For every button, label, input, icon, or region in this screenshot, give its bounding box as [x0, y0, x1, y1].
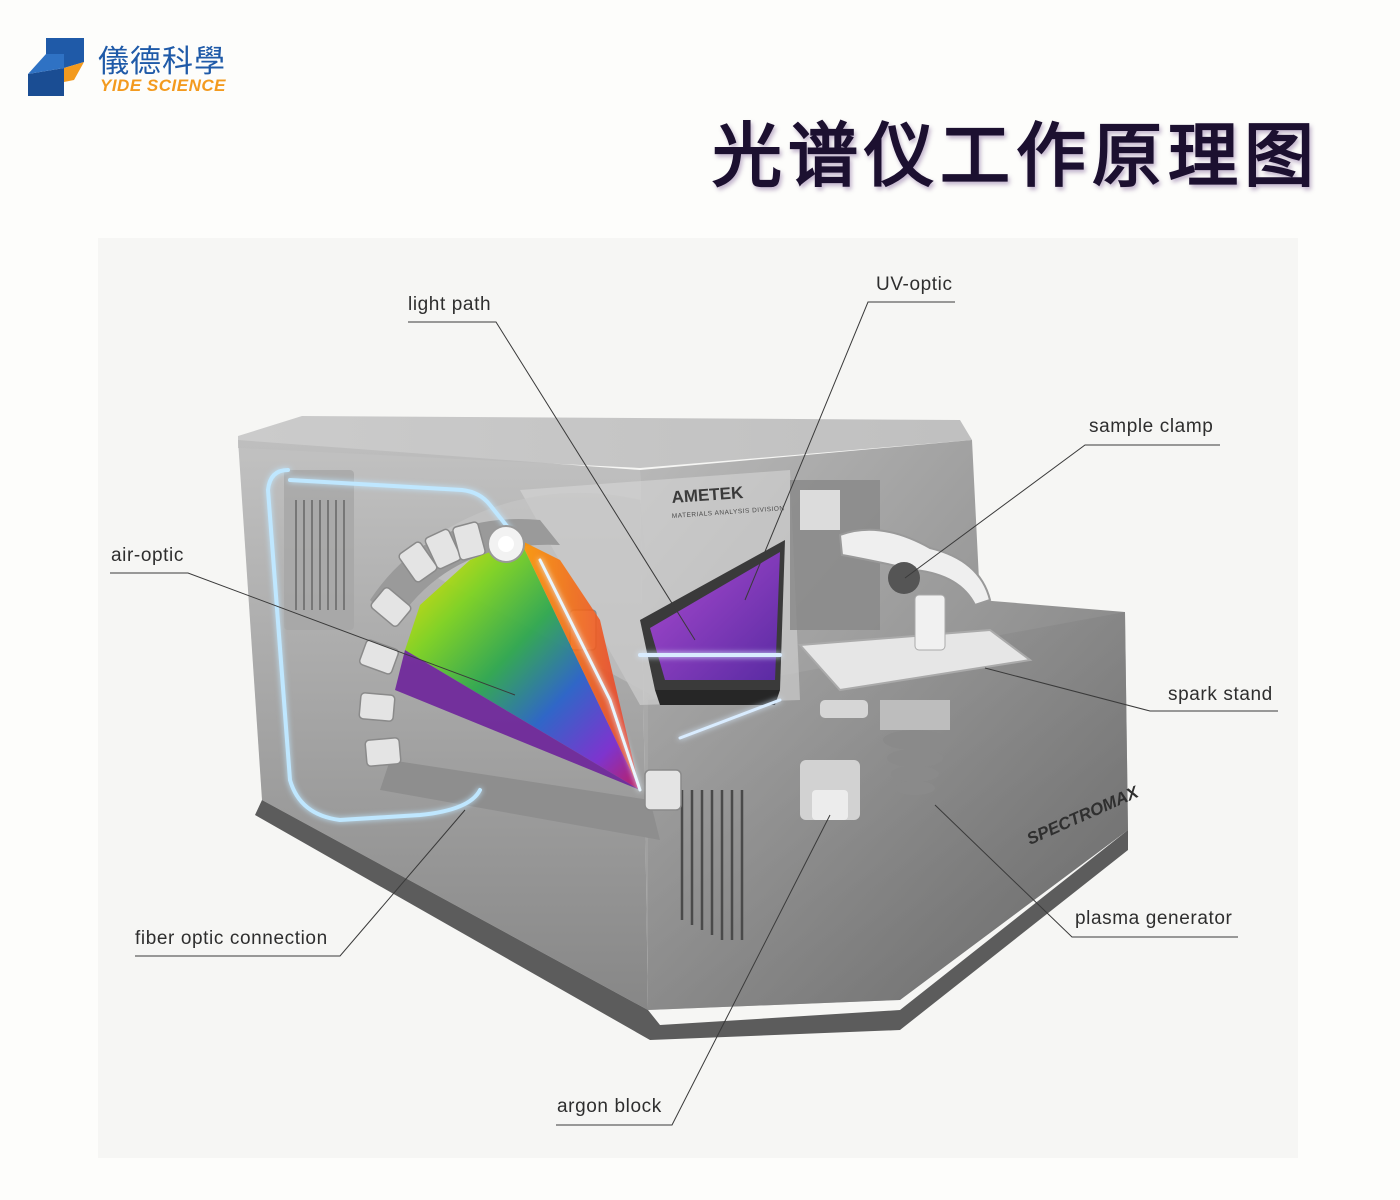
callout-line-plasma-generator: [934, 804, 1238, 938]
label-sample-clamp: sample clamp: [1089, 416, 1214, 437]
label-spark-stand: spark stand: [1168, 684, 1273, 705]
brand-logo: 儀德科學 YIDE SCIENCE: [26, 34, 246, 100]
callout-line-light-path: [408, 321, 696, 641]
logo-mark-icon: [28, 38, 84, 96]
callout-line-air-optic: [110, 572, 516, 696]
callout-line-spark-stand: [984, 667, 1278, 712]
callout-line-sample-clamp: [904, 444, 1220, 579]
label-light-path: light path: [408, 294, 492, 315]
side-vent-icon: [284, 470, 354, 630]
logo-chinese-name: 儀德科學: [98, 44, 226, 80]
lamp-icon: [487, 525, 525, 563]
air-optic-spectrum: [395, 540, 640, 790]
spark-stand-assembly: [790, 480, 1033, 820]
callout-line-argon-block: [556, 814, 831, 1126]
label-argon-block: argon block: [557, 1096, 662, 1117]
label-plasma-generator: plasma generator: [1075, 908, 1233, 929]
label-uv-optic: UV-optic: [876, 274, 953, 295]
label-fiber-optic-connection: fiber optic connection: [135, 928, 328, 949]
uv-optic-block: [640, 540, 785, 705]
light-path-beam: [265, 468, 782, 823]
callout-line-fiber-optic: [135, 809, 466, 957]
front-vent-icon: [680, 790, 744, 940]
callout-line-uv-optic: [744, 301, 955, 601]
callout-lines: [110, 301, 1278, 1126]
page-title: 光谱仪工作原理图: [712, 115, 1320, 197]
logo-english-name: YIDE SCIENCE: [100, 76, 226, 95]
label-air-optic: air-optic: [111, 545, 184, 566]
